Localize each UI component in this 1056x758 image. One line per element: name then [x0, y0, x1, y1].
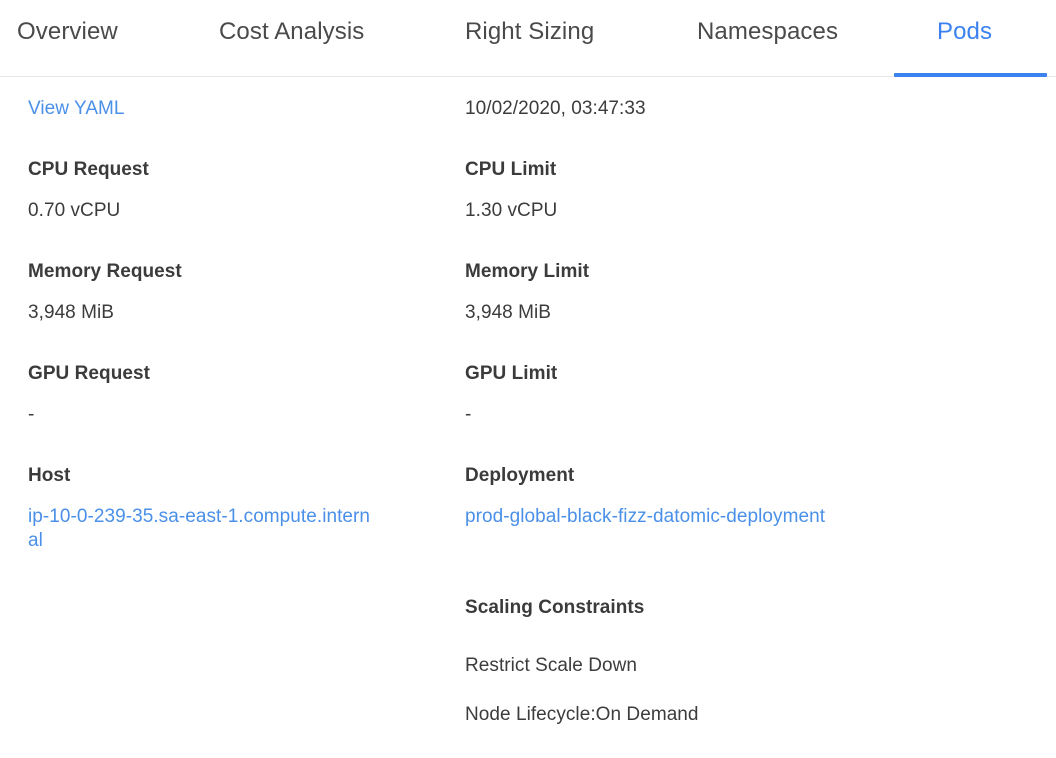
- gpu-limit-value: -: [465, 404, 472, 425]
- tab-bar-divider: [0, 76, 1056, 77]
- host-link[interactable]: ip-10-0-239-35.sa-east-1.compute.interna…: [28, 506, 371, 551]
- cpu-limit-value: 1.30 vCPU: [465, 200, 558, 221]
- memory-limit-value: 3,948 MiB: [465, 302, 551, 323]
- scaling-constraint-restrict-scale-down: Restrict Scale Down: [465, 655, 638, 676]
- scaling-constraint-node-lifecycle: Node Lifecycle:On Demand: [465, 704, 699, 725]
- deployment-link[interactable]: prod-global-black-fizz-datomic-deploymen…: [465, 506, 826, 527]
- cpu-request-label: CPU Request: [28, 159, 149, 180]
- tab-cost-analysis[interactable]: Cost Analysis: [219, 0, 364, 77]
- host-label: Host: [28, 465, 71, 486]
- cpu-request-value: 0.70 vCPU: [28, 200, 121, 221]
- scaling-constraints-label: Scaling Constraints: [465, 597, 645, 618]
- memory-request-value: 3,948 MiB: [28, 302, 114, 323]
- tab-pods[interactable]: Pods: [937, 0, 992, 77]
- tab-right-sizing[interactable]: Right Sizing: [465, 0, 594, 77]
- view-yaml-link[interactable]: View YAML: [28, 98, 125, 119]
- gpu-request-value: -: [28, 404, 35, 425]
- tab-namespaces[interactable]: Namespaces: [697, 0, 838, 77]
- cpu-limit-label: CPU Limit: [465, 159, 557, 180]
- tab-overview[interactable]: Overview: [17, 0, 118, 77]
- memory-request-label: Memory Request: [28, 261, 182, 282]
- tab-bar: Overview Cost Analysis Right Sizing Name…: [0, 0, 1056, 77]
- deployment-label: Deployment: [465, 465, 575, 486]
- memory-limit-label: Memory Limit: [465, 261, 590, 282]
- gpu-limit-label: GPU Limit: [465, 363, 558, 384]
- pod-timestamp: 10/02/2020, 03:47:33: [465, 98, 646, 119]
- active-tab-indicator: [894, 73, 1047, 77]
- gpu-request-label: GPU Request: [28, 363, 150, 384]
